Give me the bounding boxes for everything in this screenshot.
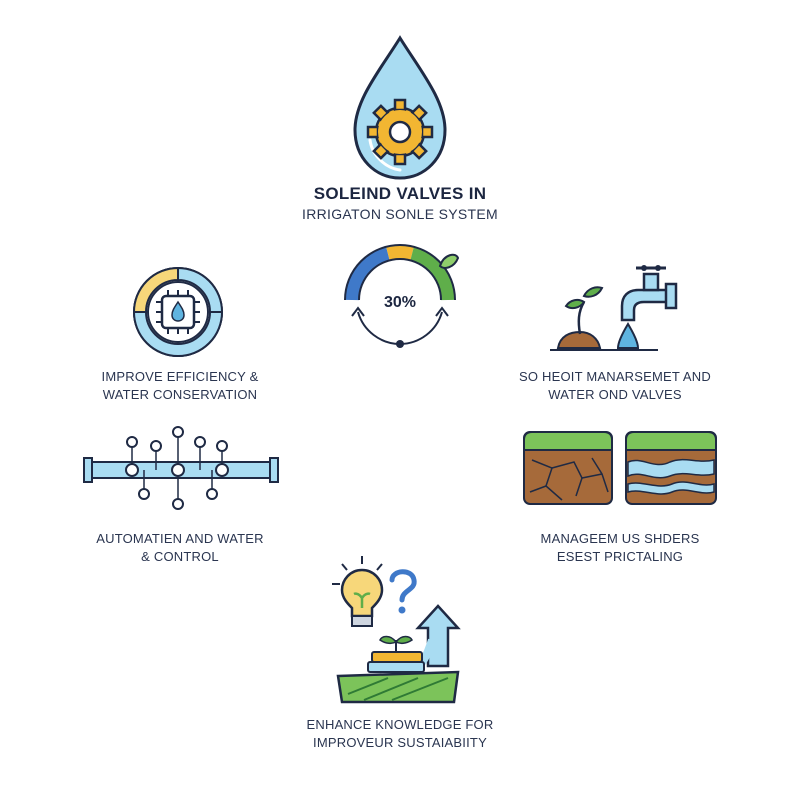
main-title: SOLEIND VALVES IN — [313, 184, 487, 203]
gauge-value: 30% — [383, 294, 417, 311]
gauge-icon — [344, 244, 460, 348]
pipe-network-icon — [83, 426, 279, 510]
efficiency-label: IMPROVE EFFICIENCY & WATER CONSERVATION — [80, 368, 280, 404]
knowledge-line1: ENHANCE KNOWLEDGE FOR — [306, 717, 494, 732]
management-line2: WATER OND VALVES — [548, 387, 682, 402]
main-subtitle: IRRIGATON SONLE SYSTEM — [302, 206, 498, 222]
faucet-plant-icon — [550, 265, 678, 351]
chip-sensor-icon — [132, 266, 224, 357]
management-label: SO HEOIT MANARSEMET AND WATER OND VALVES — [510, 368, 720, 404]
soil-label: MANAGEEM US SHDERS ESEST PRICTALING — [520, 530, 720, 566]
soil-line2: ESEST PRICTALING — [556, 549, 684, 564]
water-drop-gear-icon — [353, 35, 447, 180]
automation-label: AUTOMATIEN AND WATER & CONTROL — [80, 530, 280, 566]
automation-line1: AUTOMATIEN AND WATER — [96, 531, 264, 546]
knowledge-line2: IMPROVEUR SUSTAIABIITY — [313, 735, 487, 750]
efficiency-line1: IMPROVE EFFICIENCY & — [101, 369, 259, 384]
automation-line2: & CONTROL — [141, 549, 219, 564]
management-line1: SO HEOIT MANARSEMET AND — [519, 369, 711, 384]
soil-line1: MANAGEEM US SHDERS — [540, 531, 700, 546]
soil-comparison-icon — [523, 431, 717, 505]
efficiency-line2: WATER CONSERVATION — [102, 387, 258, 402]
knowledge-label: ENHANCE KNOWLEDGE FOR IMPROVEUR SUSTAIAB… — [290, 716, 510, 752]
knowledge-growth-icon — [332, 556, 461, 704]
